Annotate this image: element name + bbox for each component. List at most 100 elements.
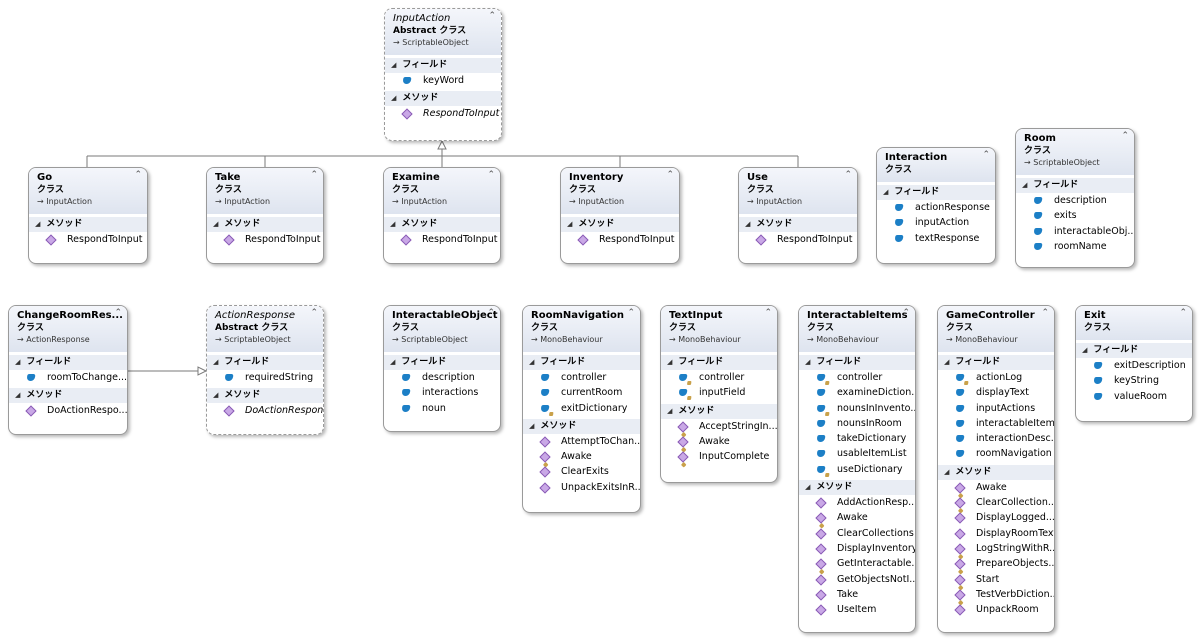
field-item[interactable]: interactions: [384, 385, 500, 400]
class-box-changeroom[interactable]: ChangeRoomRes...クラス→ ActionResponse⌃◢フィー…: [8, 305, 128, 435]
method-item[interactable]: GetObjectsNotI...: [799, 572, 915, 587]
method-item[interactable]: InputComplete: [661, 449, 777, 468]
section-fields[interactable]: ◢フィールド: [385, 58, 501, 73]
method-item[interactable]: AddActionResp...: [799, 495, 915, 510]
method-item[interactable]: UnpackExitsInR...: [523, 480, 640, 495]
field-item[interactable]: roomName: [1016, 239, 1134, 254]
method-item[interactable]: Awake: [938, 480, 1054, 499]
method-item[interactable]: AttemptToChan...: [523, 434, 640, 449]
method-item[interactable]: PrepareObjects...: [938, 556, 1054, 575]
method-item[interactable]: RespondToInput: [207, 232, 323, 247]
field-item[interactable]: useDictionary: [799, 462, 915, 477]
collapse-toggle-icon[interactable]: ⌃: [982, 150, 990, 160]
section-fields[interactable]: ◢フィールド: [9, 355, 127, 370]
field-item[interactable]: takeDictionary: [799, 431, 915, 446]
collapse-toggle-icon[interactable]: ⌃: [488, 11, 496, 21]
field-item[interactable]: textResponse: [877, 231, 995, 246]
method-item[interactable]: RespondToInput: [29, 232, 147, 247]
method-item[interactable]: Awake: [523, 449, 640, 468]
field-item[interactable]: roomNavigation: [938, 446, 1054, 461]
field-item[interactable]: actionLog: [938, 370, 1054, 385]
field-item[interactable]: valueRoom: [1076, 389, 1192, 404]
collapse-toggle-icon[interactable]: ⌃: [1121, 131, 1129, 141]
collapse-toggle-icon[interactable]: ⌃: [844, 170, 852, 180]
collapse-toggle-icon[interactable]: ⌃: [134, 170, 142, 180]
method-item[interactable]: Start: [938, 572, 1054, 591]
field-item[interactable]: controller: [661, 370, 777, 385]
method-item[interactable]: RespondToInput: [739, 232, 857, 247]
section-methods[interactable]: ◢メソッド: [9, 388, 127, 404]
method-item[interactable]: Take: [799, 587, 915, 602]
field-item[interactable]: displayText: [938, 385, 1054, 400]
collapse-toggle-icon[interactable]: ⌃: [310, 308, 318, 318]
collapse-toggle-icon[interactable]: ⌃: [114, 308, 122, 318]
field-item[interactable]: inputAction: [877, 215, 995, 230]
section-methods[interactable]: ◢メソッド: [207, 217, 323, 232]
field-item[interactable]: exits: [1016, 208, 1134, 223]
method-item[interactable]: DoActionResponse: [207, 403, 323, 418]
section-fields[interactable]: ◢フィールド: [384, 355, 500, 370]
collapse-toggle-icon[interactable]: ⌃: [487, 170, 495, 180]
section-methods[interactable]: ◢メソッド: [938, 464, 1054, 480]
field-item[interactable]: interactableObj...: [1016, 224, 1134, 239]
method-item[interactable]: ClearExits: [523, 464, 640, 479]
field-item[interactable]: nounsInRoom: [799, 416, 915, 431]
section-methods[interactable]: ◢メソッド: [207, 388, 323, 404]
method-item[interactable]: DisplayInventory: [799, 541, 915, 556]
section-methods[interactable]: ◢メソッド: [561, 217, 679, 232]
field-item[interactable]: exitDescription: [1076, 358, 1192, 373]
method-item[interactable]: TestVerbDiction...: [938, 587, 1054, 606]
method-item[interactable]: RespondToInput: [561, 232, 679, 247]
field-item[interactable]: actionResponse: [877, 200, 995, 215]
section-methods[interactable]: ◢メソッド: [29, 217, 147, 232]
field-item[interactable]: noun: [384, 401, 500, 416]
field-item[interactable]: keyString: [1076, 373, 1192, 388]
field-item[interactable]: keyWord: [385, 73, 501, 88]
section-fields[interactable]: ◢フィールド: [799, 355, 915, 370]
collapse-toggle-icon[interactable]: ⌃: [902, 308, 910, 318]
section-methods[interactable]: ◢メソッド: [661, 403, 777, 419]
method-item[interactable]: RespondToInput: [384, 232, 500, 247]
section-fields[interactable]: ◢フィールド: [877, 185, 995, 200]
collapse-toggle-icon[interactable]: ⌃: [1179, 308, 1187, 318]
section-fields[interactable]: ◢フィールド: [938, 355, 1054, 370]
section-methods[interactable]: ◢メソッド: [799, 480, 915, 496]
method-item[interactable]: AcceptStringIn...: [661, 419, 777, 438]
method-item[interactable]: ClearCollections: [799, 526, 915, 541]
field-item[interactable]: inputField: [661, 385, 777, 401]
field-item[interactable]: inputActions: [938, 401, 1054, 416]
method-item[interactable]: RespondToInput: [385, 106, 501, 121]
field-item[interactable]: currentRoom: [523, 385, 640, 400]
method-item[interactable]: GetInteractable...: [799, 556, 915, 575]
field-item[interactable]: interactableItems: [938, 416, 1054, 431]
method-item[interactable]: Awake: [799, 510, 915, 529]
method-item[interactable]: Awake: [661, 434, 777, 453]
section-methods[interactable]: ◢メソッド: [385, 91, 501, 107]
collapse-toggle-icon[interactable]: ⌃: [310, 170, 318, 180]
field-item[interactable]: nounsInInvento...: [799, 401, 915, 416]
collapse-toggle-icon[interactable]: ⌃: [1041, 308, 1049, 318]
section-methods[interactable]: ◢メソッド: [523, 418, 640, 434]
section-fields[interactable]: ◢フィールド: [1016, 178, 1134, 193]
method-item[interactable]: ClearCollection...: [938, 495, 1054, 514]
method-item[interactable]: UnpackRoom: [938, 602, 1054, 617]
method-item[interactable]: DisplayLogged...: [938, 510, 1054, 525]
collapse-toggle-icon[interactable]: ⌃: [627, 308, 635, 318]
field-item[interactable]: usableItemList: [799, 446, 915, 461]
field-item[interactable]: description: [384, 370, 500, 385]
collapse-toggle-icon[interactable]: ⌃: [764, 308, 772, 318]
section-fields[interactable]: ◢フィールド: [523, 355, 640, 370]
